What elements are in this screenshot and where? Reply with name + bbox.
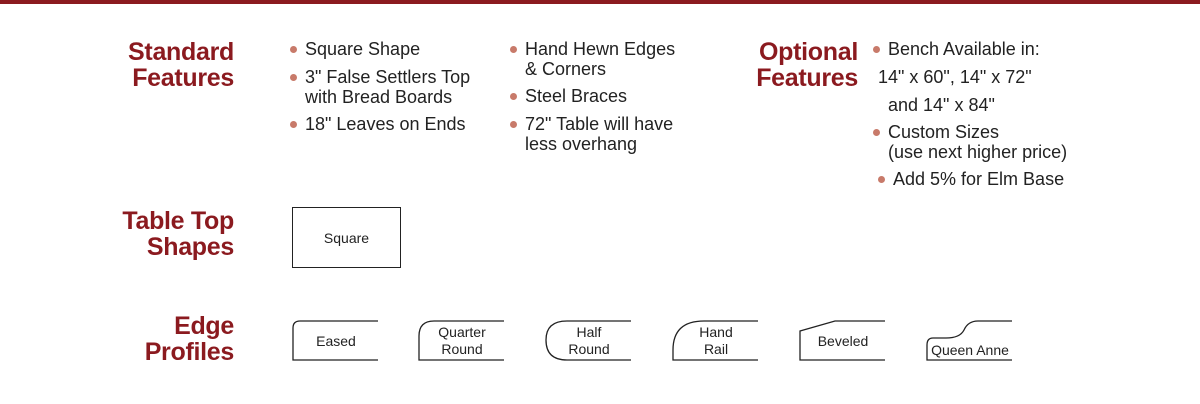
edge-profile-half-round: Half Round (543, 318, 635, 364)
feature-steel-braces: Steel Braces (510, 86, 627, 106)
feature-text: with Bread Boards (305, 87, 453, 107)
optional-features-heading: Optional Features (720, 39, 858, 91)
queen-anne-edge-icon (926, 320, 1012, 361)
feature-table-overhang: 72" Table will have less overhang (510, 114, 673, 154)
feature-leaves-on-ends: 18" Leaves on Ends (290, 114, 466, 134)
edge-profile-quarter-round: Quarter Round (416, 318, 508, 364)
edge-profile-label: Quarter Round (416, 318, 508, 364)
bullet-icon (290, 121, 297, 128)
feature-text: Custom Sizes (888, 122, 1000, 142)
optional-elm-base: Add 5% for Elm Base (878, 169, 1064, 189)
eased-edge-icon (292, 320, 378, 361)
edge-profile-label: Half Round (543, 318, 635, 364)
feature-text: (use next higher price) (888, 142, 1068, 162)
edge-profile-label: Hand Rail (670, 318, 762, 364)
label-line: Hand (699, 324, 733, 340)
feature-square-shape: Square Shape (290, 39, 420, 59)
feature-text: less overhang (525, 134, 638, 154)
bullet-icon (290, 74, 297, 81)
edge-profile-beveled: Beveled (797, 318, 889, 364)
label-line: Queen Anne (931, 341, 1009, 358)
bullet-icon (510, 46, 517, 53)
heading-line: Standard (128, 38, 234, 66)
heading-line: Optional (759, 38, 858, 66)
feature-text: Square Shape (305, 39, 421, 59)
feature-text: 3" False Settlers Top (305, 67, 471, 87)
square-shape-label: Square (323, 229, 370, 246)
heading-line: Features (756, 64, 858, 92)
label-line: Rail (703, 341, 729, 357)
half-round-edge-icon (545, 320, 631, 361)
optional-custom-sizes: Custom Sizes (use next higher price) (873, 122, 1067, 162)
feature-text: 72" Table will have (525, 114, 674, 134)
bullet-icon (510, 121, 517, 128)
edge-profile-label: Beveled (797, 318, 889, 364)
edge-profile-label: Eased (290, 318, 382, 364)
feature-text: Steel Braces (525, 86, 628, 106)
bench-sizes-line-2: and 14" x 84" (888, 95, 995, 115)
heading-line: Features (132, 64, 234, 92)
heading-line: Table Top (122, 207, 234, 235)
bullet-icon (290, 46, 297, 53)
label-line: Beveled (817, 332, 869, 349)
square-shape-diagram: Square (292, 207, 401, 268)
edge-profiles-heading: Edge Profiles (96, 312, 235, 366)
feature-hand-hewn-edges: Hand Hewn Edges & Corners (510, 39, 675, 79)
edge-profile-eased: Eased (290, 318, 382, 364)
optional-bench: Bench Available in: (873, 39, 1040, 59)
standard-features-heading: Standard Features (96, 39, 234, 91)
feature-text: Add 5% for Elm Base (893, 169, 1065, 189)
bullet-icon (510, 93, 517, 100)
bullet-icon (878, 176, 885, 183)
label-line: Round (441, 341, 483, 357)
heading-line: Edge (174, 312, 234, 340)
feature-text: Hand Hewn Edges (525, 39, 676, 59)
top-rule (0, 0, 1200, 4)
bullet-icon (873, 46, 880, 53)
hand-rail-edge-icon (672, 320, 758, 361)
feature-false-settlers-top: 3" False Settlers Top with Bread Boards (290, 67, 470, 107)
feature-text: Bench Available in: (888, 39, 1040, 59)
bench-sizes-line-1: 14" x 60", 14" x 72" (878, 67, 1032, 87)
edge-profile-hand-rail: Hand Rail (670, 318, 762, 364)
heading-line: Profiles (144, 338, 235, 366)
feature-text: 18" Leaves on Ends (305, 114, 466, 134)
table-top-shapes-heading: Table Top Shapes (96, 208, 234, 260)
edge-profile-queen-anne: Queen Anne (924, 318, 1016, 364)
feature-text: & Corners (525, 59, 607, 79)
quarter-round-edge-icon (418, 320, 504, 361)
beveled-edge-icon (799, 320, 885, 361)
edge-profile-label: Queen Anne (924, 318, 1016, 364)
heading-line: Shapes (146, 233, 234, 261)
label-line: Round (568, 341, 610, 357)
label-line: Half (576, 324, 602, 340)
label-line: Quarter (438, 324, 486, 340)
label-line: Eased (316, 332, 356, 349)
bullet-icon (873, 129, 880, 136)
